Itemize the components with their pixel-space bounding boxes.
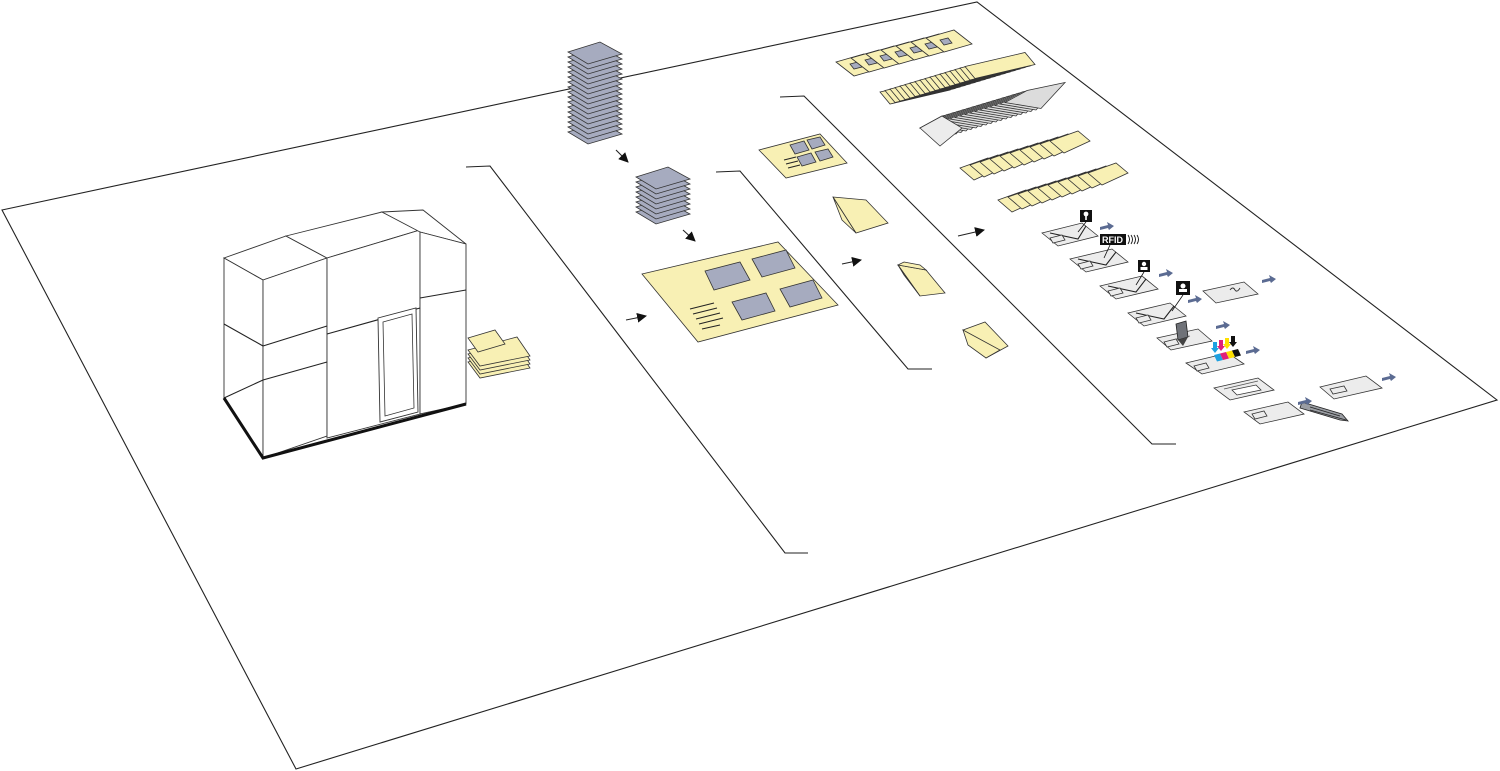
envelope-window	[1213, 377, 1275, 401]
short-sheet-stack	[635, 166, 692, 225]
down-arrow-1	[615, 149, 629, 163]
tall-sheet-stack	[567, 41, 624, 145]
product-stacks	[835, 29, 1129, 213]
stack-envelope	[1003, 81, 1067, 109]
blue-arrow-icon	[1216, 321, 1230, 329]
envelope-color-print	[1185, 321, 1260, 375]
blue-arrow-icon	[1262, 275, 1276, 283]
stack-sheet	[567, 41, 624, 65]
envelope-rfid: RFID	[1069, 234, 1139, 273]
down-arrow-2	[682, 229, 696, 242]
folded-sheet-2	[896, 261, 946, 297]
stack-sheet	[1087, 162, 1129, 186]
stack-sheet	[1049, 130, 1091, 154]
envelope-inkjet	[1156, 320, 1213, 351]
stack-envelope	[919, 115, 963, 147]
blue-arrow-icon	[1246, 346, 1260, 354]
printing-machine	[222, 209, 467, 460]
sheet-window	[939, 37, 953, 46]
blue-arrow-icon	[1382, 373, 1396, 381]
letter-opener-icon	[1299, 401, 1349, 422]
stack-sheet	[635, 166, 692, 190]
process-bracket-1	[465, 165, 808, 554]
process-bracket-2	[715, 170, 932, 370]
stack-sheet	[964, 52, 1036, 79]
envelope-seal	[1099, 260, 1173, 300]
envelope-finishing: RFID	[1041, 210, 1396, 425]
inkjet-head-icon	[1175, 320, 1189, 341]
folded-sheet-1	[832, 196, 889, 234]
rfid-tag-icon: RFID	[1100, 234, 1139, 245]
blue-arrow-icon	[1298, 397, 1312, 405]
envelope-signed	[1202, 275, 1276, 304]
connector-arrow-3	[957, 227, 985, 237]
blue-arrow-icon	[1188, 295, 1202, 303]
process-bracket-3	[779, 95, 1176, 445]
envelope-key	[1041, 210, 1114, 247]
envelope-stamp	[1127, 281, 1202, 327]
rfid-label: RFID	[1102, 235, 1123, 245]
blue-arrow-icon	[1100, 222, 1114, 230]
cmyk-print-icon	[1211, 336, 1241, 362]
connector-arrow-2	[841, 256, 862, 267]
folded-sheet-3	[962, 321, 1009, 359]
envelope-opening	[1243, 397, 1349, 425]
blue-arrow-icon	[1159, 269, 1173, 277]
printed-sheet	[641, 241, 839, 343]
envelope-final	[1319, 373, 1396, 400]
connector-arrow-1	[625, 312, 647, 323]
output-stack	[467, 329, 531, 379]
small-printed-sheet	[758, 133, 848, 179]
